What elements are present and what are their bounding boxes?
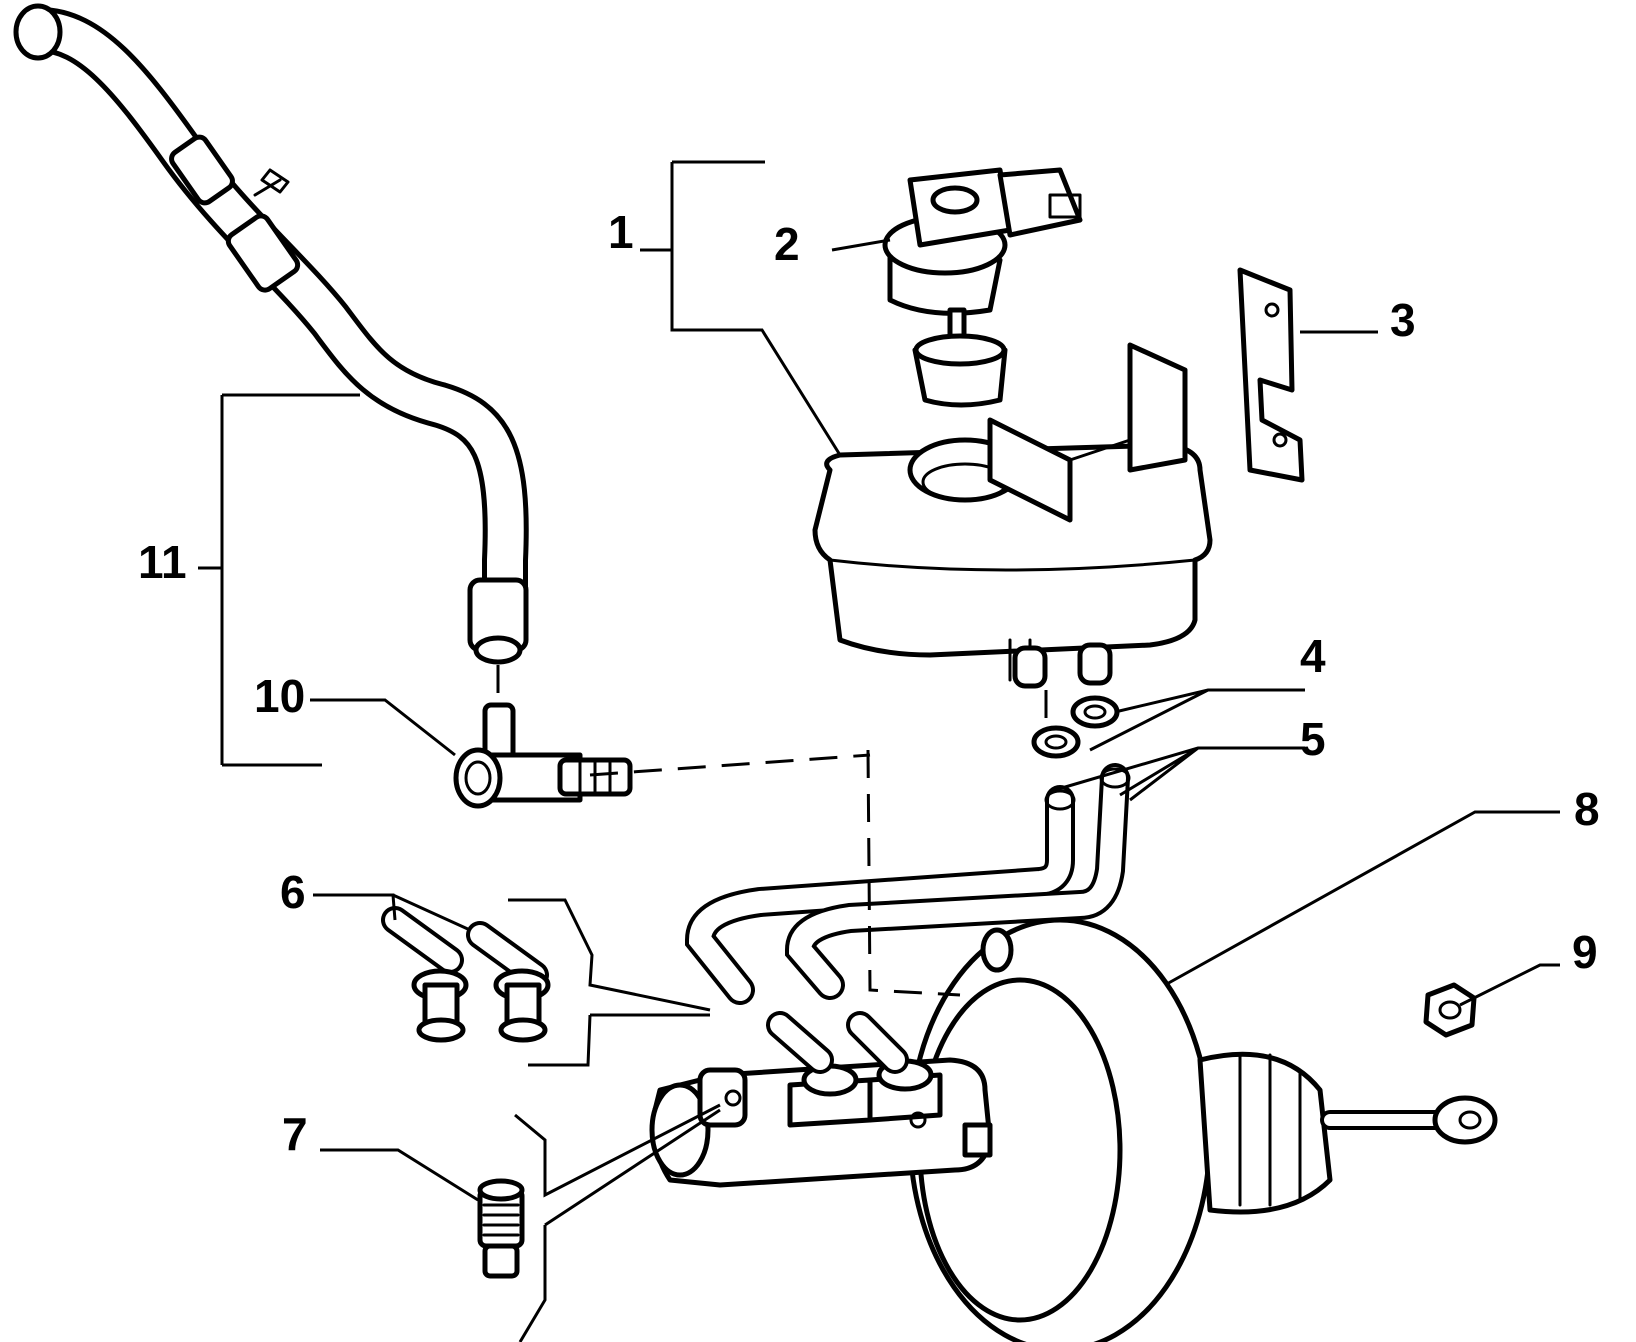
- callout-9: 9: [1572, 926, 1598, 978]
- callout-1: 1: [608, 206, 634, 258]
- connection-lines: [496, 665, 1048, 997]
- callout-5: 5: [1300, 713, 1326, 765]
- callout-labels: 1 2 3 4 5 6 7 8 9 10 11: [138, 206, 1600, 1160]
- callout-6: 6: [280, 866, 306, 918]
- reservoir-cap-sensor: [882, 167, 1083, 408]
- callout-3: 3: [1390, 294, 1416, 346]
- brake-servo-booster: [907, 917, 1498, 1342]
- master-cylinder: [649, 1011, 993, 1188]
- reservoir-feed-hoses: [684, 763, 1131, 1005]
- callout-7: 7: [282, 1108, 308, 1160]
- hose-union-valve: [453, 702, 633, 809]
- leader-lines: [198, 160, 1560, 1342]
- callout-2: 2: [774, 218, 800, 270]
- grommets: [1031, 695, 1120, 759]
- vacuum-hose: [13, 3, 529, 665]
- brake-fluid-reservoir: [812, 342, 1213, 689]
- plug-screw: [477, 1178, 525, 1279]
- callout-4: 4: [1300, 630, 1326, 682]
- callout-11: 11: [138, 536, 187, 588]
- reservoir-retaining-clip: [1237, 267, 1305, 483]
- master-cylinder-seals: [381, 906, 551, 1043]
- callout-10: 10: [254, 670, 305, 722]
- nut: [1423, 982, 1477, 1038]
- callout-8: 8: [1574, 783, 1600, 835]
